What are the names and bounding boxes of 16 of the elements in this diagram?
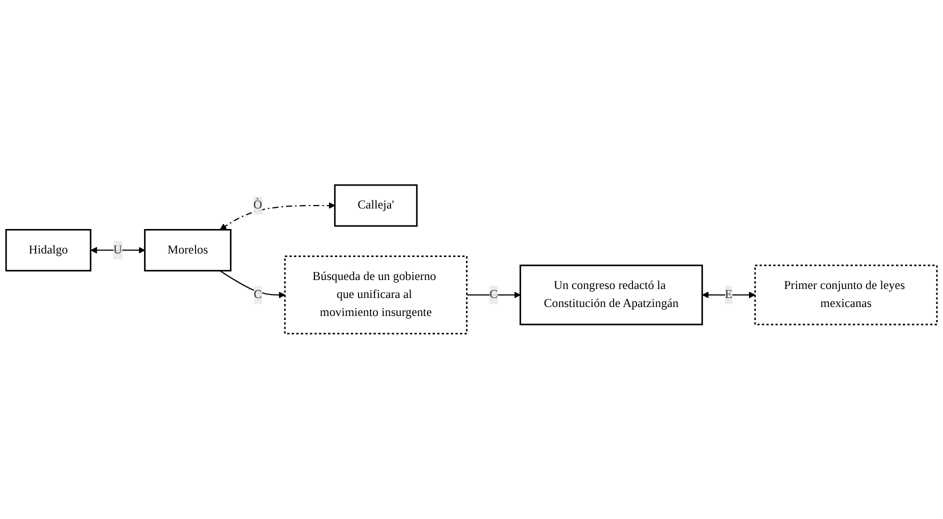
edge-label: E <box>724 288 732 302</box>
node-box: Calleja' <box>334 184 418 227</box>
arrow <box>220 202 336 230</box>
node-box: Búsqueda de un gobierno que unificara al movimiento insurgente <box>284 256 468 334</box>
arrow <box>90 247 146 254</box>
arrow <box>702 292 756 298</box>
node-box: Morelos <box>144 229 232 272</box>
node-box: Hidalgo <box>5 229 92 272</box>
node-box: Primer conjunto de leyes mexicanas <box>754 264 938 326</box>
edge-label: Ò <box>253 198 262 212</box>
arrow <box>466 292 521 298</box>
edge-label: C <box>254 288 262 302</box>
edge-label: U <box>113 244 122 256</box>
node-box: Un congreso redactó la Constitución de Apatzingán <box>520 264 703 326</box>
edge-label: C <box>490 288 498 302</box>
arrow <box>220 270 286 298</box>
